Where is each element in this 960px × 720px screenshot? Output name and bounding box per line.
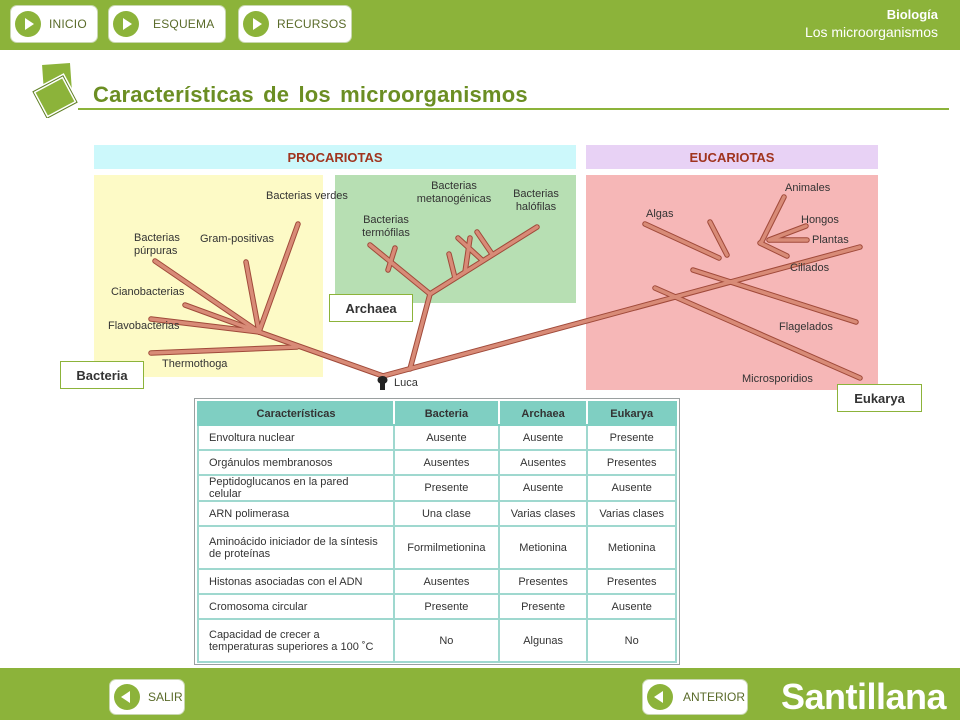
table-cell-archaea: Metionina: [497, 525, 589, 570]
anterior-label: ANTERIOR: [683, 690, 746, 704]
nav-esquema-button[interactable]: ESQUEMA: [108, 5, 226, 43]
table-cell-archaea: Ausentes: [497, 449, 589, 476]
label-plantas: Plantas: [812, 234, 849, 246]
nav-inicio-label: INICIO: [49, 17, 87, 31]
domain-eukarya-label: Eukarya: [837, 384, 922, 412]
table-cell-feature: Cromosoma circular: [197, 593, 395, 620]
table-header: Eukarya: [586, 401, 677, 426]
table-cell-eukarya: Presentes: [586, 449, 677, 476]
table-cell-eukarya: Presentes: [586, 568, 677, 595]
table-cell-bacteria: Presente: [393, 474, 500, 502]
nav-esquema-label: ESQUEMA: [153, 17, 215, 31]
table-cell-archaea: Algunas: [497, 618, 589, 663]
back-arrow-icon: [114, 684, 140, 710]
eukaryotes-band: EUCARIOTAS: [586, 145, 878, 169]
table-cell-bacteria: Presente: [393, 593, 500, 620]
comparison-table: Características Bacteria Archaea Eukarya…: [197, 401, 677, 663]
table-cell-archaea: Ausente: [497, 474, 589, 502]
table-cell-feature: ARN polimerasa: [197, 500, 395, 527]
label-cianobacterias: Cianobacterias: [111, 286, 185, 298]
page-title: Características de los microorganismos: [93, 82, 528, 107]
table-cell-eukarya: Presente: [586, 424, 677, 451]
luca-root-icon: [377, 376, 388, 390]
prokaryotes-band: PROCARIOTAS: [94, 145, 576, 169]
label-bacterias-purpuras: Bacterias púrpuras: [134, 232, 180, 257]
table-cell-eukarya: No: [586, 618, 677, 663]
label-bacterias-halofilas: Bacterias halófilas: [513, 188, 559, 213]
label-hongos: Hongos: [801, 214, 839, 226]
table-cell-bacteria: Ausente: [393, 424, 500, 451]
title-divider: [78, 108, 949, 110]
table-cell-feature: Envoltura nuclear: [197, 424, 395, 451]
label-ciliados: Ciliados: [790, 262, 830, 274]
label-animales: Animales: [785, 182, 831, 194]
subject-name: Biología: [886, 7, 938, 22]
play-arrow-icon: [113, 11, 139, 37]
play-arrow-icon: [15, 11, 41, 37]
nav-inicio-button[interactable]: INICIO: [10, 5, 98, 43]
label-microsporidios: Microsporidios: [742, 373, 813, 385]
subject-info: Biología Los microorganismos: [805, 7, 938, 40]
label-flavobacterias: Flavobacterias: [108, 320, 180, 332]
label-bacterias-verdes: Bacterias verdes: [266, 190, 348, 202]
table-cell-bacteria: No: [393, 618, 500, 663]
section-squares-icon: [32, 60, 80, 118]
table-cell-archaea: Ausente: [497, 424, 589, 451]
label-thermothoga: Thermothoga: [162, 358, 228, 370]
table-header: Bacteria: [393, 401, 500, 426]
table-cell-feature: Orgánulos membranosos: [197, 449, 395, 476]
table-cell-archaea: Presentes: [497, 568, 589, 595]
table-header: Características: [197, 401, 395, 426]
santillana-logo: Santillana: [780, 676, 947, 717]
luca-label: Luca: [394, 377, 418, 389]
table-cell-bacteria: Formilmetionina: [393, 525, 500, 570]
anterior-button[interactable]: ANTERIOR: [642, 679, 748, 715]
table-cell-eukarya: Ausente: [586, 593, 677, 620]
table-cell-archaea: Presente: [497, 593, 589, 620]
nav-recursos-label: RECURSOS: [277, 17, 347, 31]
domain-archaea-label: Archaea: [329, 294, 413, 322]
comparison-table-frame: Características Bacteria Archaea Eukarya…: [194, 398, 680, 665]
table-cell-feature: Capacidad de crecer a temperaturas super…: [197, 618, 395, 663]
table-row: Aminoácido iniciador de la síntesis de p…: [197, 525, 677, 570]
top-bar: INICIO ESQUEMA RECURSOS Biología Los mic…: [0, 0, 960, 50]
table-cell-feature: Histonas asociadas con el ADN: [197, 568, 395, 595]
table-cell-feature: Aminoácido iniciador de la síntesis de p…: [197, 525, 395, 570]
label-flagelados: Flagelados: [779, 321, 833, 333]
topic-name: Los microorganismos: [804, 24, 938, 40]
domain-bacteria-label: Bacteria: [60, 361, 144, 389]
table-cell-bacteria: Ausentes: [393, 568, 500, 595]
table-cell-bacteria: Una clase: [393, 500, 500, 527]
salir-label: SALIR: [148, 690, 183, 704]
table-cell-bacteria: Ausentes: [393, 449, 500, 476]
salir-button[interactable]: SALIR: [109, 679, 185, 715]
table-header: Archaea: [497, 401, 589, 426]
label-gram-positivas: Gram-positivas: [200, 233, 274, 245]
nav-recursos-button[interactable]: RECURSOS: [238, 5, 352, 43]
table-cell-eukarya: Varias clases: [586, 500, 677, 527]
table-row: Capacidad de crecer a temperaturas super…: [197, 618, 677, 663]
table-cell-archaea: Varias clases: [497, 500, 589, 527]
label-algas: Algas: [646, 208, 674, 220]
table-cell-feature: Peptidoglucanos en la pared celular: [197, 474, 395, 502]
table-cell-eukarya: Metionina: [586, 525, 677, 570]
label-bacterias-termofilas: Bacterias termófilas: [362, 214, 410, 239]
play-arrow-icon: [243, 11, 269, 37]
table-header-row: Características Bacteria Archaea Eukarya: [197, 401, 677, 426]
back-arrow-icon: [647, 684, 673, 710]
label-bacterias-metanogenicas: Bacterias metanogénicas: [416, 180, 492, 205]
table-cell-eukarya: Ausente: [586, 474, 677, 502]
